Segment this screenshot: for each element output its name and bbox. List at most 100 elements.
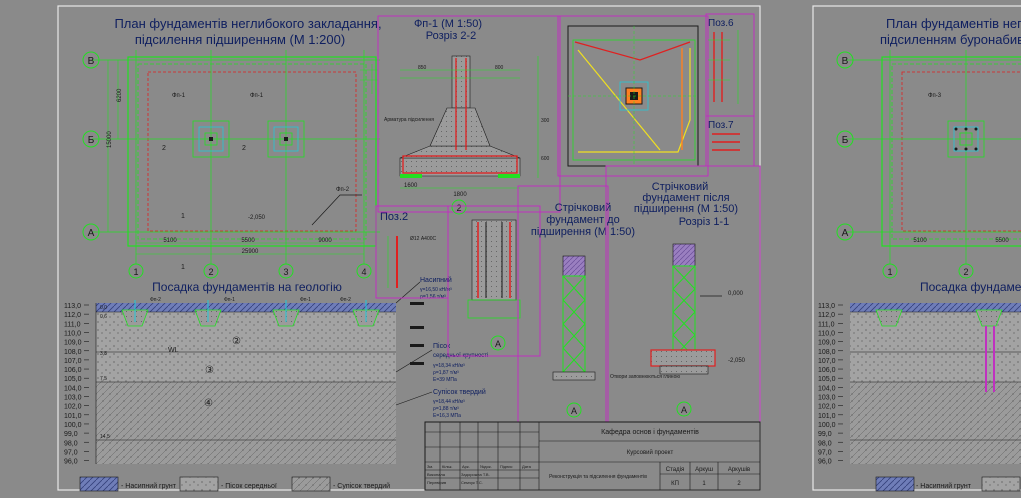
stamp-col-sheet: Аркуш — [695, 467, 713, 473]
fp1-subtitle: Розріз 2-2 — [426, 30, 476, 42]
geo-label-fp1-b: Фп-1 — [300, 297, 311, 303]
axis-bubbles — [82, 51, 372, 279]
section-mark-2a: 2 — [162, 145, 166, 152]
soil-loam-prop-2: ρ=1,88 т/м³ — [433, 406, 459, 412]
geo-level-label: 99,0 — [64, 431, 78, 438]
legend-loam: - Супісок твердий — [333, 482, 390, 490]
geo-level-label: 112,0 — [818, 312, 835, 319]
geo-level-label: 101,0 — [818, 413, 836, 420]
strip-before-title-2: фундамент до — [546, 214, 619, 226]
geo-level-label: 97,0 — [64, 449, 78, 456]
sheet2-dim-1: 5100 — [913, 238, 927, 244]
sheet2-level-scale: 113,0112,0111,0110,0109,0108,0107,0106,0… — [818, 303, 843, 466]
strip-after: Стрічковий фундамент після підширення (М… — [605, 165, 761, 423]
geo-level-label: 102,0 — [64, 404, 82, 411]
soil-sand-prop-2: ρ=1,87 т/м³ — [433, 370, 459, 376]
geo-level-label: 111,0 — [818, 321, 835, 328]
geo-level-label: 97,0 — [818, 449, 832, 456]
geo-level-label: 109,0 — [64, 340, 82, 347]
strip-before: Стрічковий фундамент до підширення (М 1:… — [517, 185, 635, 423]
stamp-work-title: Реконструкція та підсилення фундаментів — [549, 474, 647, 480]
axis-row-v: В — [88, 56, 95, 67]
soil-loam-title: Супісок твердий — [433, 388, 486, 396]
poz2-note: Ø12 А400С — [410, 236, 437, 242]
geology-level-scale: 113,0112,0111,0110,0109,0108,0107,0106,0… — [64, 303, 89, 466]
geo-level-label: 98,0 — [818, 440, 832, 447]
geo-level-label: 108,0 — [818, 349, 836, 356]
soil-legend: - Насипний грунт - Пісок середньої - Суп… — [79, 476, 390, 492]
geo-level-label: 103,0 — [64, 395, 82, 402]
soil-loam-prop-1: γ=18,44 кН/м³ — [433, 399, 465, 405]
geo-depth-3: 3,8 — [100, 351, 107, 357]
geo-level-label: 110,0 — [818, 330, 835, 337]
fp1-dim-1: 1800 — [453, 192, 467, 198]
stamp-col-sheets: Аркушів — [728, 467, 750, 473]
legend-fill: - Насипний грунт — [121, 482, 177, 490]
geo-label-fp2-a: Фп-2 — [150, 297, 161, 303]
poz6-detail: Поз.6 — [705, 13, 755, 117]
geo-level-label: 105,0 — [64, 376, 82, 383]
stamp-sheet: 1 — [702, 481, 706, 487]
holes-note: Отвори заповнюються глиною — [610, 374, 680, 380]
fp1-note: Арматура підсилення — [384, 117, 434, 123]
sheet-2-frame — [812, 5, 1021, 491]
geo-level-label: 100,0 — [64, 422, 82, 429]
sheet2-footing — [947, 120, 985, 158]
fp1-title: Фп-1 (М 1:50) — [414, 18, 482, 30]
stamp-head-4: №док. — [480, 464, 492, 469]
geo-level-label: 96,0 — [818, 459, 832, 466]
sheet2-plan-title-line2: підсиленням буронабивними — [880, 32, 1021, 47]
label-fp2: Фп-2 — [336, 187, 350, 193]
sheet2-axis-col-1: 1 — [887, 267, 892, 277]
geo-level-label: 108,0 — [64, 349, 82, 356]
sheet2-axis-col-2: 2 — [963, 267, 968, 277]
geo-level-label: 99,0 — [818, 431, 832, 438]
geo-depth-1: 0,0 — [100, 305, 107, 311]
fp1-dim-5: 300 — [541, 118, 550, 124]
stamp-row-2: Перевірив — [427, 480, 446, 485]
axis-col-4: 4 — [361, 267, 366, 277]
label-fp1-b: Фп-1 — [250, 93, 264, 99]
gwl-mark: WL — [168, 347, 179, 354]
geo-level-label: 98,0 — [64, 440, 78, 447]
fp1-section: Фп-1 (М 1:50) Розріз 2-2 Арматура підсил… — [377, 15, 561, 215]
sheet2-axis-row-a: А — [842, 228, 849, 239]
axis-row-b: Б — [88, 135, 95, 146]
geo-level-label: 105,0 — [818, 376, 836, 383]
axis-col-3: 3 — [283, 267, 288, 277]
strip-before-axis: А — [571, 406, 577, 416]
geo-depth-4: 7,5 — [100, 376, 107, 382]
axis-col-1: 1 — [133, 267, 138, 277]
title-block: Кафедра основ і фундаментів Курсовий про… — [424, 421, 761, 491]
geo-depth-5: 14,5 — [100, 434, 110, 440]
soil-fill-title: Насипний — [420, 276, 452, 284]
stamp-head-6: Дата — [522, 464, 532, 469]
axis-col-2: 2 — [208, 267, 213, 277]
geo-level-label: 101,0 — [64, 413, 82, 420]
poz2-label: Поз.2 — [380, 211, 408, 223]
geo-level-label: 104,0 — [64, 385, 82, 392]
plan-detail — [557, 15, 709, 177]
stamp-name-2: Семчук Т.С. — [461, 480, 483, 485]
strip-after-axis: А — [681, 405, 687, 415]
geo-level-label: 96,0 — [64, 459, 78, 466]
sheet2-plan-title-line1: План фундаментів неглибокого закладання, — [886, 16, 1021, 31]
stamp-sheets: 2 — [737, 481, 741, 487]
fp1-dim-2: 1600 — [404, 183, 418, 189]
stamp-department: Кафедра основ і фундаментів — [601, 428, 699, 436]
stamp-head-5: Підпис — [500, 464, 513, 469]
soil-fill-prop-2: ρ=1,56 т/м³ — [420, 294, 446, 300]
geo-level-label: 107,0 — [64, 358, 82, 365]
section-mark-2b: 2 — [242, 145, 246, 152]
geo-layer-2: ② — [232, 336, 241, 347]
label-fp1-a: Фп-1 — [172, 93, 186, 99]
level-minus: -2,050 — [728, 358, 746, 364]
stamp-row-1: Виконала — [427, 472, 446, 477]
column-section: А — [447, 205, 541, 357]
stamp-stage: КП — [671, 481, 679, 487]
dim-left-2: 15000 — [107, 131, 113, 148]
dim-left-1: 6200 — [117, 88, 123, 102]
geo-level-label: 109,0 — [818, 340, 836, 347]
